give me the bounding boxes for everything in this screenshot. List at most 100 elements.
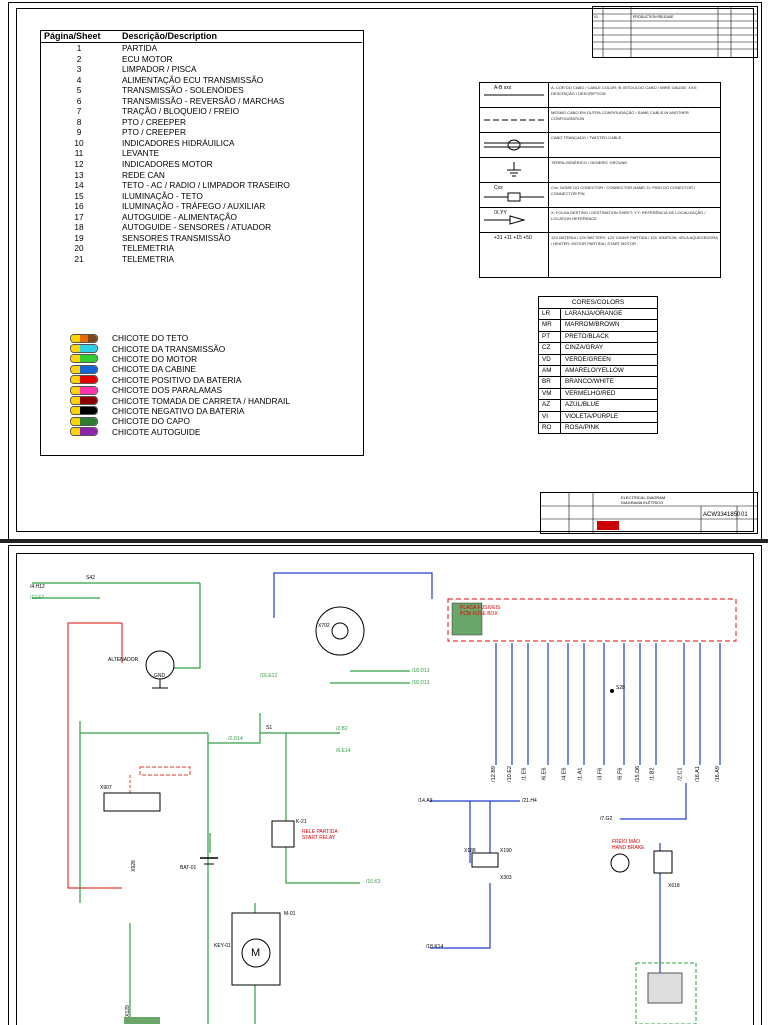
harness-row: CHICOTE DA CABINE bbox=[40, 364, 290, 374]
color-code: RO bbox=[539, 422, 561, 434]
x702-switch bbox=[315, 606, 365, 656]
index-page-number: 9 bbox=[76, 127, 82, 138]
index-page-number: 6 bbox=[76, 95, 82, 106]
index-page-number: 10 bbox=[74, 137, 84, 148]
legend-text: MESMO CABO EM OUTRA CONFIGURAÇÃO / SAME … bbox=[551, 110, 689, 121]
color-code: AZ bbox=[539, 400, 561, 411]
legend-text: CABO TRANÇADO / TWISTED CABLE bbox=[551, 135, 622, 140]
color-code: PT bbox=[539, 331, 561, 343]
legend-symbol: Cxx bbox=[480, 183, 549, 207]
color-code: VI bbox=[539, 411, 561, 422]
ref-18d13-a: /18.D13 bbox=[412, 668, 430, 674]
harness-color-swatch bbox=[70, 416, 98, 426]
legend-symbol-text: A-B xxx bbox=[494, 85, 512, 91]
legend-text: Cxx: NOME DO CONECTOR / CONNECTOR NAME; … bbox=[551, 185, 696, 196]
connector-x190 bbox=[471, 852, 499, 868]
harness-color-swatch bbox=[70, 406, 98, 416]
index-page-number: 20 bbox=[74, 243, 84, 254]
revision-number: 01 bbox=[594, 15, 598, 19]
fuse-box-image bbox=[451, 602, 483, 636]
index-page-number: 16 bbox=[74, 201, 84, 212]
legend-symbol-text: +31 +11 +15 +50 bbox=[494, 235, 532, 241]
harness-name: CHICOTE NEGATIVO DA BATERIA bbox=[112, 405, 245, 416]
fuse-destination-ref: /1.A1 bbox=[577, 767, 584, 781]
harness-name: CHICOTE TOMADA DE CARRETA / HANDRAIL bbox=[112, 395, 290, 406]
index-description: ILUMINAÇÃO - TETO bbox=[122, 190, 203, 201]
index-row: 10 INDICADORES HIDRÁUILICA bbox=[40, 138, 362, 149]
key-label: KEY-01 bbox=[214, 943, 231, 949]
fuse-box-label-en: PCM FUSE BOX bbox=[460, 611, 498, 617]
description-column-header: Descrição/Description bbox=[118, 30, 362, 43]
index-description: TRAÇÃO / BLOQUEIO / FREIO bbox=[122, 106, 240, 117]
harness-name: CHICOTE DO TETO bbox=[112, 333, 189, 344]
index-page-number: 19 bbox=[74, 232, 84, 243]
ref-2d14: /2.D14 bbox=[228, 736, 243, 742]
harness-name: CHICOTE DA CABINE bbox=[112, 364, 196, 375]
legend-symbol-text: /X.YY bbox=[494, 210, 507, 216]
harness-color-swatch bbox=[70, 364, 98, 374]
fuse-box-outline bbox=[447, 598, 737, 642]
legend-symbol: /X.YY bbox=[480, 208, 549, 232]
index-page-number: 14 bbox=[74, 180, 84, 191]
ref-16e12: /16.E12 bbox=[260, 673, 278, 679]
sheet-number: 01 bbox=[741, 512, 748, 518]
index-description: INDICADORES MOTOR bbox=[122, 159, 213, 170]
index-page-number: 2 bbox=[76, 53, 82, 64]
m01-label: M-01 bbox=[284, 911, 296, 917]
hand-brake-switch bbox=[653, 850, 673, 874]
index-row: 12 INDICADORES MOTOR bbox=[40, 159, 362, 170]
color-name: VERMELHO/RED bbox=[565, 389, 616, 397]
harness-row: CHICOTE NEGATIVO DA BATERIA bbox=[40, 406, 290, 416]
index-page-number: 18 bbox=[74, 222, 84, 233]
color-name: VIOLETA/PURPLE bbox=[565, 412, 619, 420]
fuse-destination-ref: /3.F6 bbox=[597, 767, 604, 781]
x188-label: X188 bbox=[464, 848, 476, 854]
legend-text: 12V BATERIA / 12V BATTERY; 12V CHAVE PAR… bbox=[551, 235, 718, 246]
color-code: VM bbox=[539, 388, 561, 400]
k21-label: K-21 bbox=[296, 819, 307, 825]
color-legend-header: CORES/COLORS bbox=[539, 297, 657, 309]
color-name: VERDE/GREEN bbox=[565, 355, 611, 363]
color-name: MARROM/BROWN bbox=[565, 321, 620, 329]
ref-21h4: /21.H4 bbox=[522, 798, 537, 804]
index-description: ECU MOTOR bbox=[122, 53, 173, 64]
ref-4h12: /4.H12 bbox=[30, 584, 45, 590]
harness-color-swatch bbox=[70, 344, 98, 354]
schematic-sheet: S42 /4.H12 /12.F7 ALTENADOR GND X702 PLA… bbox=[0, 543, 768, 1025]
start-relay-label-en: START RELAY bbox=[302, 835, 336, 841]
index-row: 9 PTO / CREEPER bbox=[40, 127, 362, 138]
index-page-number: 1 bbox=[76, 43, 82, 53]
index-page-number: 12 bbox=[74, 159, 84, 170]
index-description: PTO / CREEPER bbox=[122, 116, 186, 127]
harness-row: CHICOTE POSITIVO DA BATERIA bbox=[40, 375, 290, 385]
x190-label: X190 bbox=[500, 848, 512, 854]
index-page-number: 8 bbox=[76, 116, 82, 127]
gnd-label: GND bbox=[154, 673, 166, 679]
start-motor bbox=[241, 938, 271, 968]
harness-row: CHICOTE DO CAPO bbox=[40, 416, 290, 426]
color-code: VD bbox=[539, 354, 561, 365]
ref-2b2: /2.B2 bbox=[336, 726, 348, 732]
ref-7g2: /7.G2 bbox=[600, 816, 613, 822]
harness-row: CHICOTE AUTOGUIDE bbox=[40, 427, 290, 437]
color-row: VI VIOLETA/PURPLE bbox=[539, 411, 657, 423]
harness-color-swatch bbox=[70, 385, 98, 395]
legend-text: TERRA GENÉRICO / GENERIC GROUND bbox=[551, 160, 628, 165]
index-page-number: 7 bbox=[76, 106, 82, 117]
index-description: PTO / CREEPER bbox=[122, 127, 186, 138]
color-row: VD VERDE/GREEN bbox=[539, 354, 657, 366]
index-description: LIMPADOR / PISCA bbox=[122, 64, 197, 75]
harness-color-swatch bbox=[70, 396, 98, 406]
title-block-grid bbox=[541, 493, 757, 533]
index-page-number: 4 bbox=[76, 74, 82, 85]
index-description: INDICADORES HIDRÁUILICA bbox=[122, 137, 235, 148]
